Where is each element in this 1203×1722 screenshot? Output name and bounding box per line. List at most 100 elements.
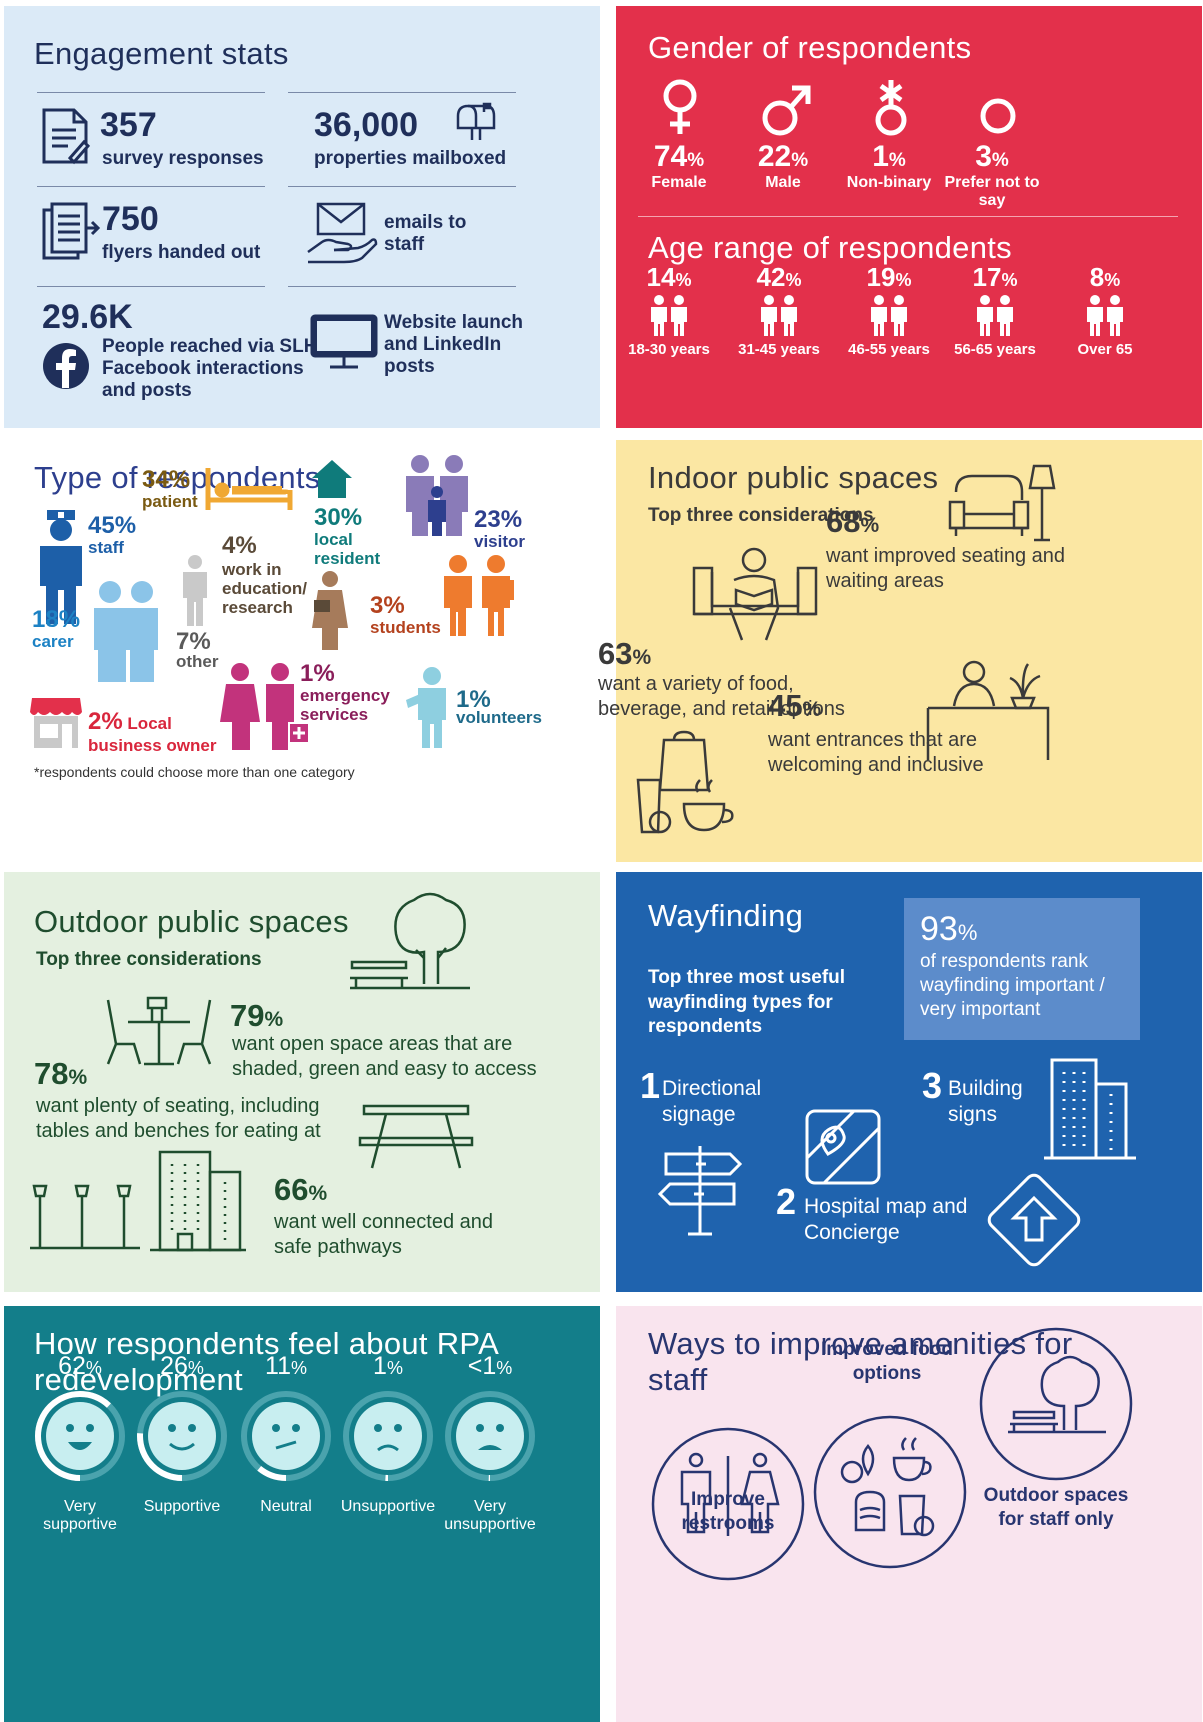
outdoor-shade-text: want open space areas that are shaded, g… bbox=[232, 1033, 537, 1080]
staff-person-icon bbox=[34, 506, 88, 626]
tree-bench-icon bbox=[346, 888, 470, 998]
map-pin-icon bbox=[804, 1108, 882, 1186]
outdoor-pathways-text: want well connected and safe pathways bbox=[274, 1211, 494, 1258]
flyers-label: flyers handed out bbox=[102, 242, 261, 263]
face-gauge-icon bbox=[30, 1386, 130, 1486]
unit: % bbox=[785, 270, 802, 290]
indoor-seating-text: want improved seating and waiting areas bbox=[826, 545, 1066, 592]
patient-percent: 34% bbox=[142, 466, 191, 493]
patient-label: patient bbox=[142, 492, 198, 511]
facebook-icon bbox=[42, 342, 90, 390]
gender-title: Gender of respondents bbox=[648, 30, 972, 65]
outdoor-subtitle: Top three considerations bbox=[36, 949, 262, 970]
business-entry: 2% Local business owner bbox=[88, 708, 228, 755]
indoor-63-percent: 63% bbox=[598, 638, 651, 669]
outdoor-staff-label: Outdoor spaces for staff only bbox=[983, 1485, 1129, 1530]
non-binary-label: Non-binary bbox=[846, 174, 932, 191]
visitor-family-icon bbox=[400, 454, 476, 538]
people-group-icon bbox=[866, 294, 912, 338]
hospital-map-label: Hospital map and Concierge bbox=[804, 1195, 968, 1245]
age-title: Age range of respondents bbox=[648, 230, 1012, 265]
unit: % bbox=[860, 514, 880, 537]
education-label: work in education/ research bbox=[222, 560, 308, 618]
people-group-icon bbox=[1082, 294, 1128, 338]
feeling-percent: 1% bbox=[338, 1354, 438, 1379]
carer-label: carer bbox=[32, 632, 74, 651]
indoor-value: 68 bbox=[826, 504, 861, 539]
age-percent: 17% bbox=[952, 264, 1038, 290]
male-percent: 22% bbox=[720, 142, 846, 172]
mailboxed-count: 36,000 bbox=[314, 106, 418, 144]
indoor-68-percent: 68% bbox=[826, 506, 879, 537]
person-icon bbox=[180, 554, 210, 628]
non-binary-icon bbox=[871, 76, 911, 138]
signpost-icon bbox=[652, 1142, 748, 1238]
unit: % bbox=[264, 1008, 284, 1031]
unit: % bbox=[675, 270, 692, 290]
business-percent: 2% bbox=[88, 708, 123, 735]
emails-label: emails to staff bbox=[384, 212, 467, 255]
street-lights-icon bbox=[30, 1172, 140, 1252]
feeling-value: <1 bbox=[467, 1352, 497, 1380]
outdoor-title: Outdoor public spaces bbox=[34, 904, 349, 939]
emergency-label: emergency services bbox=[300, 686, 390, 725]
gauge-fill bbox=[35, 1391, 125, 1481]
male-icon bbox=[760, 82, 812, 138]
unit: % bbox=[895, 270, 912, 290]
food-options-label: Improved food options bbox=[821, 1339, 953, 1384]
age-label: 31-45 years bbox=[738, 341, 820, 358]
female-label: Female bbox=[651, 174, 707, 191]
restroom-circle-icon bbox=[650, 1426, 806, 1582]
emergency-staff-icon bbox=[218, 662, 310, 752]
business-label: Local business owner bbox=[88, 714, 217, 755]
volunteers-percent: 1% bbox=[456, 686, 491, 713]
person-desk-plant-icon bbox=[924, 658, 1054, 762]
type-footnote: *respondents could choose more than one … bbox=[34, 764, 355, 780]
face-gauge-icon bbox=[338, 1386, 438, 1486]
indoor-value: 63 bbox=[598, 636, 633, 671]
gauge-fill bbox=[241, 1391, 331, 1481]
age-percent: 42% bbox=[736, 264, 822, 290]
prefer-not-percent: 3% bbox=[942, 142, 1042, 172]
wayfinding-title: Wayfinding bbox=[648, 898, 804, 933]
male-value: 22 bbox=[757, 140, 792, 173]
unit: % bbox=[632, 646, 652, 669]
female-icon bbox=[660, 78, 700, 138]
wayfinding-panel: Wayfinding Top three most useful wayfind… bbox=[616, 872, 1202, 1292]
outdoor-seating-text: want plenty of seating, including tables… bbox=[36, 1095, 321, 1142]
building-signs-label: Building signs bbox=[948, 1077, 1023, 1127]
unit: % bbox=[1001, 270, 1018, 290]
carer-percent: 18% bbox=[32, 606, 81, 633]
flyers-count: 750 bbox=[102, 200, 159, 238]
armchair-lamp-icon bbox=[946, 462, 1056, 544]
divider bbox=[288, 92, 516, 93]
indoor-entrances-text: want entrances that are welcoming and in… bbox=[768, 729, 984, 776]
volunteers-label: volunteers bbox=[456, 708, 542, 727]
unit: % bbox=[791, 150, 809, 171]
engagement-title: Engagement stats bbox=[34, 36, 289, 71]
indoor-spaces-panel: Indoor public spaces Top three considera… bbox=[598, 440, 1202, 862]
age-label: Over 65 bbox=[1077, 341, 1133, 358]
feeling-percent: 11% bbox=[236, 1354, 336, 1379]
age-value: 8 bbox=[1089, 262, 1105, 292]
unit: % bbox=[386, 1358, 403, 1378]
face-gauge-icon bbox=[440, 1386, 540, 1486]
students-icon bbox=[440, 554, 516, 638]
non-binary-percent: 1% bbox=[826, 142, 952, 172]
feeling-value: 62 bbox=[58, 1352, 86, 1380]
food-circle-icon bbox=[812, 1414, 968, 1570]
divider bbox=[638, 216, 1178, 217]
students-label: students bbox=[370, 618, 441, 637]
local-percent: 30% bbox=[314, 504, 363, 531]
feeling-value: 11 bbox=[265, 1352, 291, 1380]
wayfinding-intro: Top three most useful wayfinding types f… bbox=[648, 967, 846, 1038]
feeling-label: Very supportive bbox=[43, 1498, 117, 1534]
rank-1: 1 bbox=[640, 1065, 661, 1106]
students-percent: 3% bbox=[370, 592, 405, 619]
divider bbox=[288, 286, 516, 287]
indoor-title: Indoor public spaces bbox=[648, 460, 939, 495]
direction-arrow-sign-icon bbox=[978, 1164, 1090, 1276]
female-value: 74 bbox=[653, 140, 688, 173]
survey-label: survey responses bbox=[102, 148, 264, 169]
unit: % bbox=[687, 150, 705, 171]
